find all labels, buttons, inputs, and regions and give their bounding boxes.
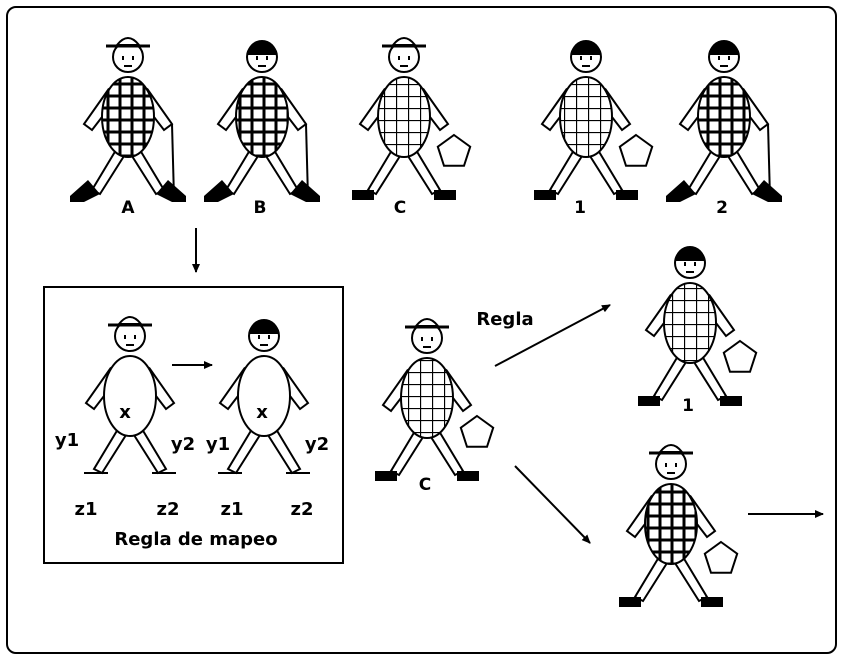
rule-figure-right <box>218 319 310 473</box>
figure-c <box>352 38 470 200</box>
figure-a <box>70 38 186 202</box>
mapping-rule-caption: Regla de mapeo <box>114 529 277 550</box>
torso-mark-right: x <box>256 402 268 423</box>
rule-figure-left <box>84 317 176 473</box>
figure-2 <box>666 40 782 202</box>
torso-mark-left: x <box>119 402 131 423</box>
label-b: B <box>254 198 267 218</box>
figure-b <box>204 40 320 202</box>
rule-label: Regla <box>476 309 533 330</box>
mapping-rule-box <box>44 287 343 563</box>
label-a: A <box>121 198 135 218</box>
figure-c-middle <box>375 319 493 481</box>
figure-1 <box>534 40 652 200</box>
result-label-1: 1 <box>682 396 694 416</box>
label-z2-right: z2 <box>290 499 313 520</box>
result-figure-2 <box>619 445 737 607</box>
label-y2-left: y2 <box>171 434 195 455</box>
label-z1-right: z1 <box>220 499 243 520</box>
label-1: 1 <box>574 198 586 218</box>
label-y1-right: y1 <box>206 434 230 455</box>
rule-arrow-down <box>515 466 590 543</box>
label-z2-left: z2 <box>156 499 179 520</box>
label-y2-right: y2 <box>305 434 329 455</box>
label-2: 2 <box>716 198 728 218</box>
label-z1-left: z1 <box>74 499 97 520</box>
label-c-middle: C <box>419 475 431 495</box>
label-y1-left: y1 <box>55 430 79 451</box>
label-c: C <box>394 198 406 218</box>
result-figure-1 <box>638 246 756 406</box>
